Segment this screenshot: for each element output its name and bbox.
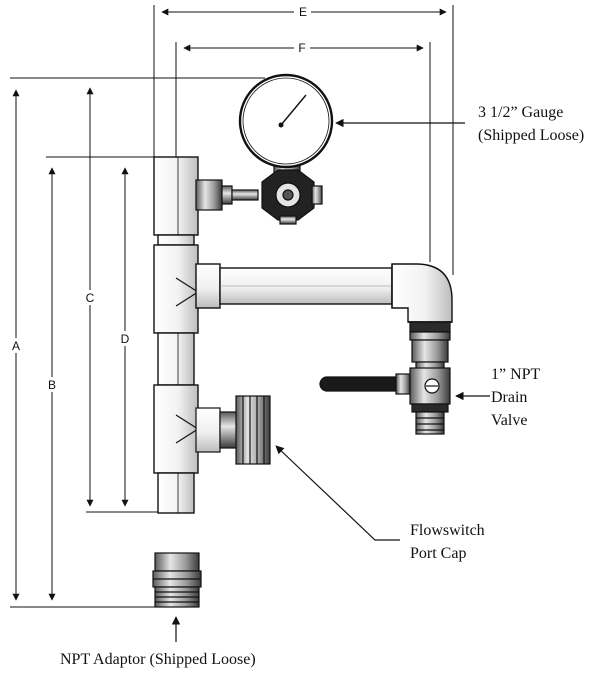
dimension-c-label: C [86,291,95,305]
pressure-gauge-icon [238,73,334,178]
gauge-callout-line2: (Shipped Loose) [478,127,584,144]
dimension-d-label: D [121,332,130,346]
callout-labels: 3 1/2” Gauge (Shipped Loose) 1” NPT Drai… [60,104,584,668]
drain-valve-icon [319,367,451,435]
drain-union [409,321,451,371]
horizontal-pipe [195,263,393,309]
flowswitch-callout-line2: Port Cap [410,545,466,562]
dimension-b-label: B [48,378,56,392]
vertical-pipe [153,156,200,514]
drain-callout-line3: Valve [491,412,527,429]
dimension-e-label: E [299,5,307,19]
dimension-labels: A B C D E F [12,5,307,392]
gauge-branch-fitting [195,179,259,211]
callout-leaders [171,118,490,642]
drain-callout-line1: 1” NPT [491,366,541,383]
elbow-fitting [391,263,453,323]
flowswitch-port-cap-icon [195,395,271,465]
dimension-f-label: F [298,41,305,55]
dimension-a-label: A [12,339,20,353]
npt-adaptor-icon [152,552,202,608]
gauge-valve-icon [261,169,323,225]
flowswitch-callout-line1: Flowswitch [410,522,485,539]
drain-callout-line2: Drain [491,389,527,406]
dimension-lines [10,5,454,608]
adaptor-callout: NPT Adaptor (Shipped Loose) [60,651,256,668]
gauge-callout-line1: 3 1/2” Gauge [478,104,563,121]
